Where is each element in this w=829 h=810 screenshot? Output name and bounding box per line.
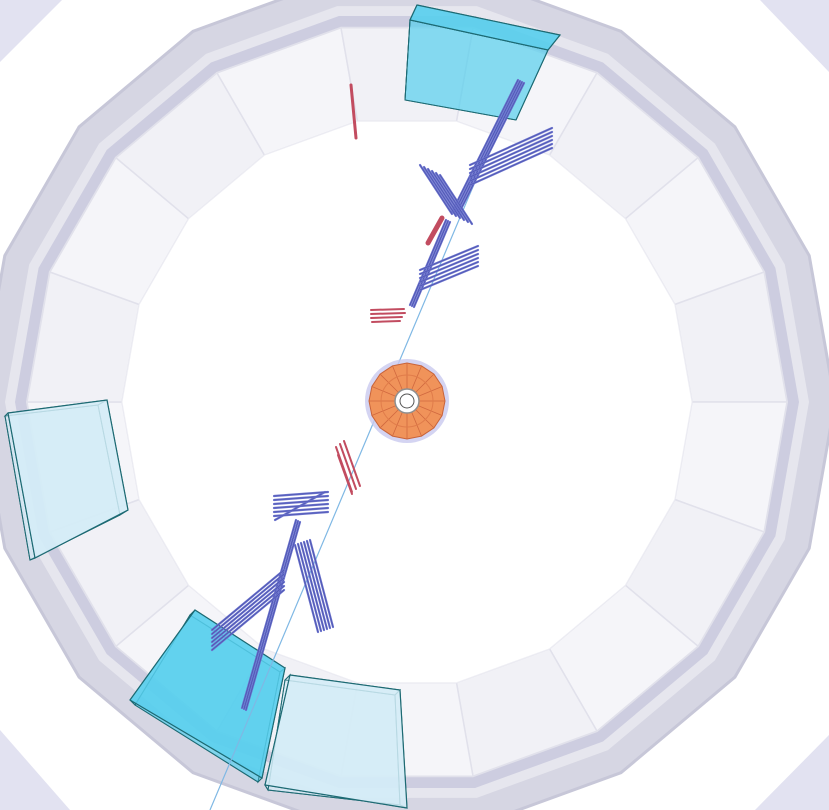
muon-chambers	[3, 4, 562, 809]
muon-segment-edge	[419, 249, 479, 275]
muon-segment-edge	[419, 257, 479, 283]
reconstructed-track	[209, 79, 519, 810]
muon-segment-edge	[469, 143, 553, 182]
inner-detector-sector-line	[415, 409, 435, 429]
muon-chamber-bottom-left	[129, 609, 286, 784]
chamber-front-face	[409, 4, 562, 51]
calorimeter-deposit	[349, 83, 358, 140]
muon-segment-edge	[419, 265, 479, 291]
corner-top-left	[0, 0, 62, 62]
inner-detector-sector-line	[417, 405, 443, 416]
muon-segment-edge	[451, 79, 519, 213]
muon-segment-edge	[273, 499, 329, 505]
chamber-front-face	[264, 674, 408, 809]
muon-segment-edge	[419, 164, 453, 215]
muon-segment-edge	[273, 495, 329, 501]
muon-segment-edge	[455, 81, 523, 215]
beam-pipe-inner	[399, 393, 415, 409]
muon-segment-edge	[469, 139, 553, 178]
muon-segment-edge	[211, 569, 285, 631]
inner-detector-sector-line	[392, 365, 403, 391]
muon-segment-edge	[273, 491, 329, 497]
muon-segment-edge	[453, 80, 521, 214]
muon-segment-edge	[469, 127, 553, 166]
calorimeter-deposit	[425, 215, 445, 246]
corner-bottom-left	[0, 730, 70, 810]
muon-segment-edge	[469, 131, 553, 170]
muon-segment-edge	[297, 543, 322, 632]
inner-detector	[365, 359, 449, 443]
muon-segment-edge	[273, 503, 329, 509]
beam-pipe	[394, 388, 420, 414]
muon-segment-edge	[427, 168, 461, 219]
inner-detector-sector-line	[379, 373, 399, 393]
muon-segment-edge	[435, 172, 469, 223]
calorimeter-deposit	[370, 312, 406, 315]
muon-segment-edge	[211, 581, 285, 643]
muon-chamber-left	[3, 399, 129, 561]
muon-segment-edge	[243, 520, 299, 710]
inner-detector-sector-line	[417, 386, 443, 397]
calorimeter-deposits	[335, 83, 445, 495]
muon-segment-edge	[245, 521, 301, 711]
muon-segment-edge	[409, 219, 447, 306]
calorimeter-deposit	[343, 440, 361, 487]
calorimeter-deposit	[371, 320, 401, 323]
inner-detector-sector-line	[371, 386, 397, 397]
muon-segments	[210, 78, 554, 712]
calorimeter-deposit	[370, 316, 403, 319]
chamber-front-face	[7, 399, 129, 559]
inner-detector-layer	[380, 374, 434, 428]
muon-segment-edge	[457, 82, 525, 216]
muon-segment-edge	[309, 539, 334, 628]
inner-detector-sector-line	[379, 409, 399, 429]
muon-segment-edge	[273, 511, 329, 517]
muon-segment-edge	[294, 544, 319, 633]
muon-segment-edge	[439, 174, 473, 225]
muon-segment-edge	[306, 540, 331, 629]
inner-detector-sector-line	[371, 405, 397, 416]
muon-segment-edge	[211, 577, 285, 639]
inner-detector-sector-line	[392, 411, 403, 437]
calorimeter-deposit	[370, 308, 405, 311]
track-line	[209, 79, 519, 810]
muon-segment-edge	[300, 542, 325, 631]
muon-segment-edge	[419, 261, 479, 287]
muon-segment-edge	[273, 507, 329, 513]
muon-segment-edge	[303, 541, 328, 630]
muon-segment-edge	[469, 135, 553, 174]
inner-detector-sector-line	[411, 365, 422, 391]
muon-segment-edge	[469, 147, 553, 186]
muon-segment-edge	[423, 166, 457, 217]
chamber-front-face	[129, 609, 286, 779]
muon-segment-edge	[241, 519, 297, 709]
muon-segment-edge	[211, 585, 285, 647]
muon-segment-edge	[419, 245, 479, 271]
inner-detector-sector-line	[411, 411, 422, 437]
muon-segment-edge	[211, 573, 285, 635]
muon-chamber-bottom	[264, 673, 408, 809]
calorimeter-deposit	[339, 443, 357, 490]
muon-segment-edge	[211, 589, 285, 651]
inner-detector-sector-line	[415, 373, 435, 393]
corner-bottom-right	[755, 735, 829, 810]
muon-segment-edge	[411, 220, 449, 307]
muon-segment-edge	[419, 253, 479, 279]
corner-top-right	[760, 0, 829, 72]
calorimeter-deposit	[337, 454, 353, 495]
muon-segment-edge	[431, 170, 465, 221]
